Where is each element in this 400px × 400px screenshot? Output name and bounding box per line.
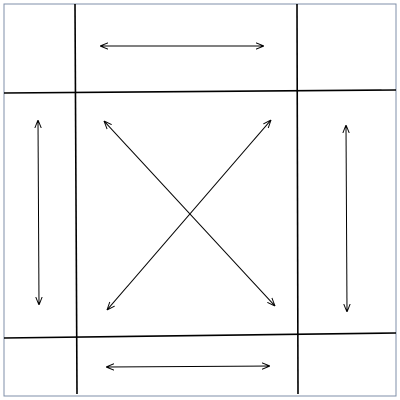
center-diagonal-arrow-down-right bbox=[104, 121, 275, 306]
bottom-edge-horizontal-arrow bbox=[106, 366, 270, 367]
vertical-divider-left bbox=[74, 3, 78, 395]
outer-border bbox=[3, 3, 397, 397]
left-edge-vertical-arrow bbox=[38, 120, 39, 305]
vertical-divider-right bbox=[296, 3, 299, 395]
right-edge-vertical-arrow bbox=[346, 125, 347, 312]
horizontal-divider-top bbox=[3, 89, 397, 94]
horizontal-divider-bottom bbox=[3, 332, 397, 339]
center-diagonal-arrow-down-left bbox=[107, 120, 271, 310]
